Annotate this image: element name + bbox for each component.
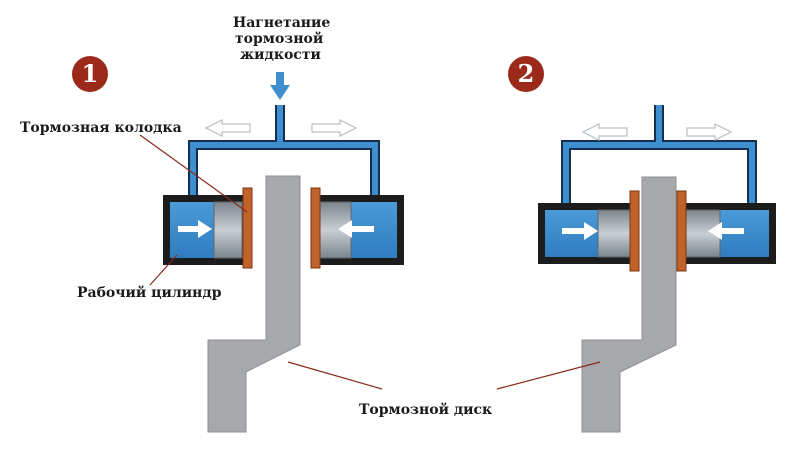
injection-arrow <box>270 72 290 100</box>
piston-push-arrow-right-2 <box>708 222 744 240</box>
left-piston-1 <box>213 201 243 259</box>
piston-push-arrow-left-1 <box>178 220 212 238</box>
left-piston-2 <box>597 209 631 258</box>
step-badge-1: 1 <box>72 56 108 92</box>
brake-pad-label: Тормозная колодка <box>20 120 182 136</box>
piston-push-arrow-left-2 <box>562 222 598 240</box>
injection-label-line3: жидкости <box>240 47 321 63</box>
hollow-arrow-right-1 <box>311 119 358 137</box>
leader-brake-disc-1 <box>287 361 383 390</box>
hollow-arrow-left-1 <box>204 119 251 137</box>
left-brake-pad-1 <box>242 187 253 269</box>
brake-disc-label: Тормозной диск <box>359 402 493 418</box>
diagram-1 <box>139 72 404 433</box>
diagram-2 <box>496 105 776 433</box>
injection-label-line2: тормозной <box>235 31 324 47</box>
brake-disc-2 <box>581 176 677 433</box>
wheel-cylinder-label: Рабочий цилиндр <box>77 285 222 301</box>
piston-push-arrow-right-1 <box>338 220 374 238</box>
step-badge-2: 2 <box>508 56 544 92</box>
right-brake-pad-2 <box>676 190 687 272</box>
leader-brake-disc-2 <box>496 361 601 390</box>
brake-disc-1 <box>207 175 301 433</box>
hollow-arrow-right-2 <box>686 123 733 141</box>
leader-wheel-cylinder <box>149 254 178 286</box>
left-brake-pad-2 <box>629 190 640 272</box>
right-brake-pad-1 <box>310 187 321 269</box>
injection-label-line1: Нагнетание <box>233 15 331 31</box>
hollow-arrow-left-2 <box>581 123 628 141</box>
leader-brake-pad <box>139 134 248 213</box>
